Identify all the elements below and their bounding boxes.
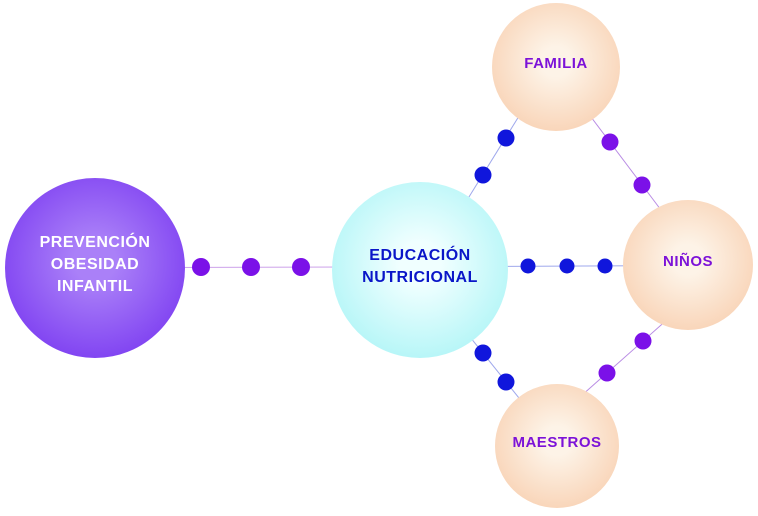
connector-dot (292, 258, 310, 276)
connector-dot (192, 258, 210, 276)
connector-dot (598, 364, 616, 382)
connector-dot (474, 166, 492, 184)
connector-dot (520, 258, 536, 274)
node-ninos: NIÑOS (623, 200, 753, 330)
node-prevencion-label: PREVENCIÓN OBESIDAD INFANTIL (39, 233, 151, 296)
node-educacion-nutricional: EDUCACIÓN NUTRICIONAL (332, 182, 508, 358)
connector-dot (242, 258, 260, 276)
connector-dot (474, 344, 492, 362)
node-ninos-label: NIÑOS (662, 252, 713, 270)
node-familia: FAMILIA (492, 3, 620, 131)
node-familia-label: FAMILIA (524, 54, 588, 72)
node-educacion-label: EDUCACIÓN NUTRICIONAL (362, 246, 478, 286)
connector-line-educacion-familia (463, 107, 525, 206)
connector-line-ninos-maestros (580, 317, 670, 397)
node-maestros-label: MAESTROS (512, 433, 602, 451)
connector-dot (597, 258, 613, 274)
connector-dot (601, 133, 619, 151)
connector-dot (633, 176, 651, 194)
connector-dot (634, 332, 652, 350)
node-prevencion-obesidad-infantil: PREVENCIÓN OBESIDAD INFANTIL (5, 178, 185, 358)
connector-dot (497, 373, 515, 391)
connector-dot (559, 258, 575, 274)
connector-line-familia-ninos (587, 112, 665, 215)
node-maestros: MAESTROS (495, 384, 619, 508)
connector-dot (497, 129, 515, 147)
